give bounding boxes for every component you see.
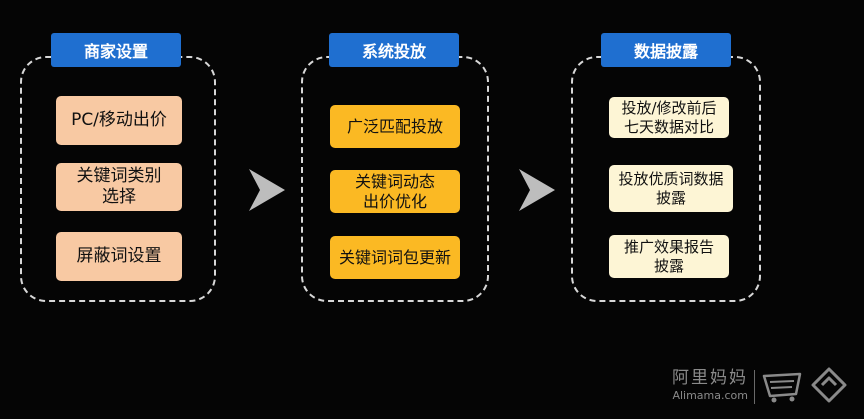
alimama-cart-icon <box>762 372 802 403</box>
blocked-words-setting-box: 屏蔽词设置 <box>56 232 182 281</box>
keyword-category-select-box: 关键词类别 选择 <box>56 163 182 211</box>
logo-en: Alimama.com <box>672 389 748 402</box>
flow-arrow-icon <box>519 169 555 211</box>
merchant-settings-header: 商家设置 <box>51 33 181 67</box>
flow-arrow-icon <box>249 169 285 211</box>
alimama-diamond-icon <box>811 367 847 403</box>
pc-mobile-bid-box: PC/移动出价 <box>56 96 182 145</box>
logo-cn: 阿里妈妈 <box>672 368 748 388</box>
broad-match-delivery-box: 广泛匹配投放 <box>330 105 460 148</box>
keyword-package-update-box: 关键词词包更新 <box>330 236 460 279</box>
logo-divider <box>754 370 755 404</box>
promotion-report-disclosure-box: 推广效果报告 披露 <box>609 235 729 278</box>
alimama-logo-text: 阿里妈妈 Alimama.com <box>650 368 748 403</box>
system-delivery-header: 系统投放 <box>329 33 459 67</box>
data-disclosure-header: 数据披露 <box>601 33 731 67</box>
quality-keyword-disclosure-box: 投放优质词数据 披露 <box>609 165 733 212</box>
seven-day-comparison-box: 投放/修改前后 七天数据对比 <box>609 97 729 138</box>
keyword-dynamic-bid-box: 关键词动态 出价优化 <box>330 170 460 213</box>
